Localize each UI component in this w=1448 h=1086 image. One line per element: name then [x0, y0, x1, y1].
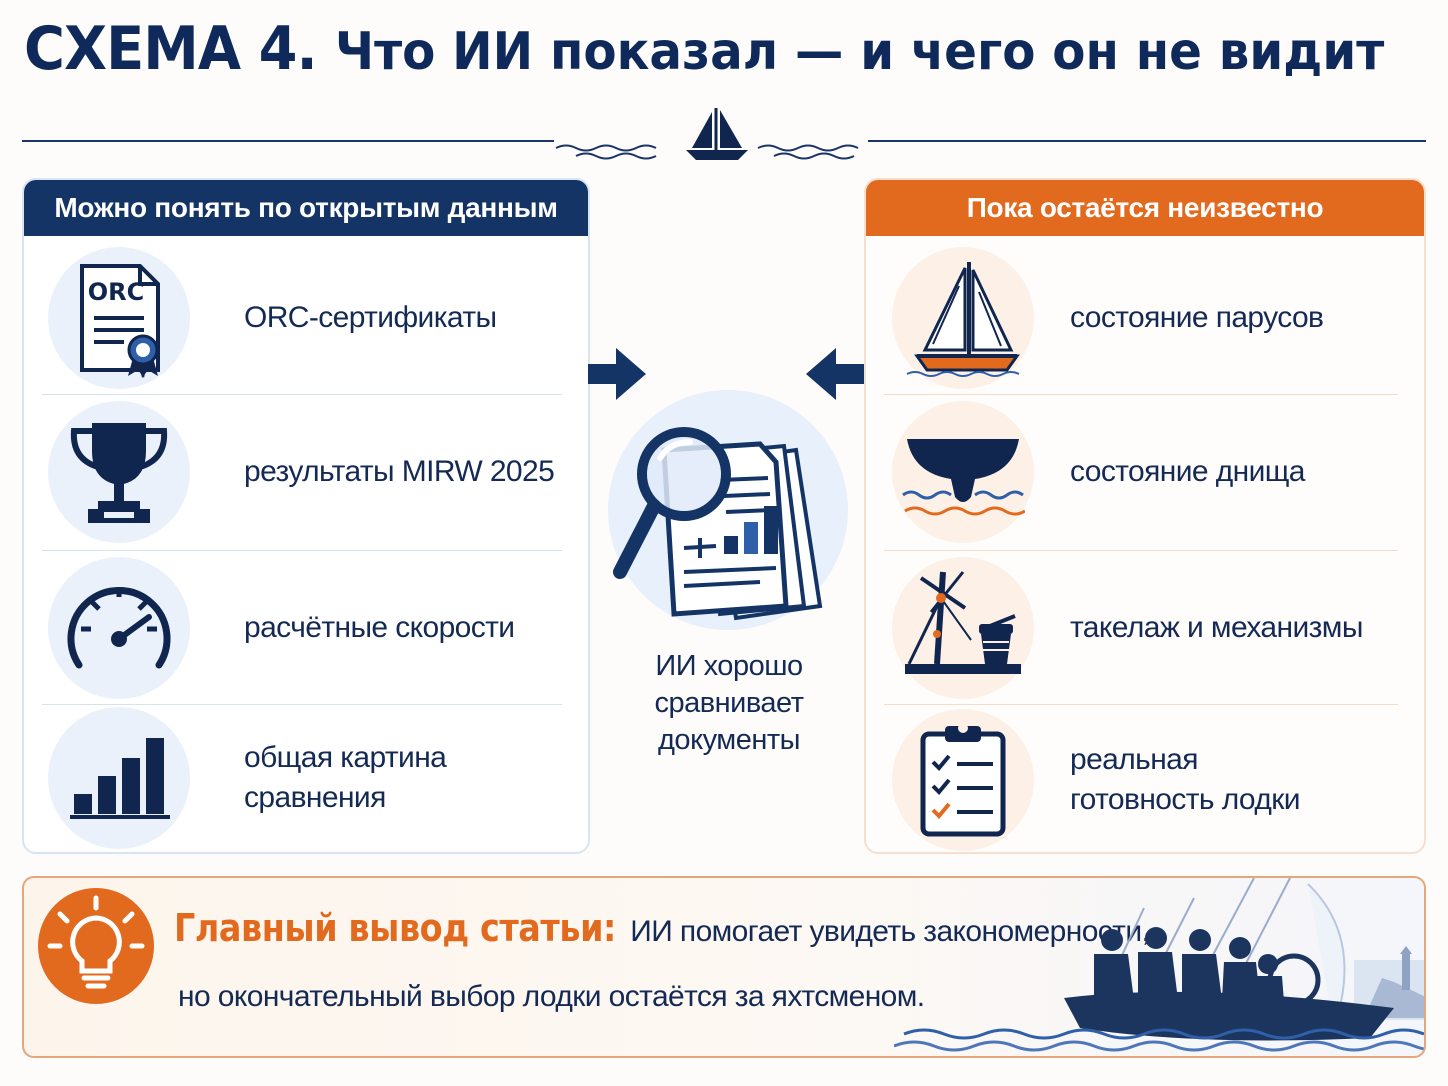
arrow-right-icon	[588, 348, 646, 400]
icon-circle	[48, 707, 190, 849]
header-rule-right	[868, 140, 1426, 142]
known-item-comparison: общая картина сравнения	[42, 700, 562, 852]
icon-circle: ORC	[48, 247, 190, 389]
known-item-orc: ORC ORC-сертификаты	[42, 240, 562, 396]
center-caption-line: ИИ хорошо	[655, 650, 803, 682]
unknown-data-panel: Пока остаётся неизвестно состояние парус…	[864, 178, 1426, 854]
icon-circle	[48, 557, 190, 699]
known-item-label: общая картина сравнения	[244, 741, 447, 814]
conclusion-text: ИИ помогает увидеть закономерности,	[630, 915, 1150, 948]
row-divider	[884, 394, 1398, 395]
unknown-item-label: такелаж и механизмы	[1070, 611, 1363, 645]
arrow-left-icon	[806, 348, 864, 400]
hull-icon	[902, 439, 1025, 516]
unknown-item-label-line: реальная	[1070, 743, 1198, 777]
unknown-item-hull: состояние днища	[884, 394, 1398, 550]
lightbulb-icon	[47, 895, 145, 989]
row-divider	[42, 394, 562, 395]
row-divider	[884, 704, 1398, 705]
center-caption-line: сравнивает	[654, 687, 804, 720]
unknown-item-label: состояние парусов	[1070, 301, 1324, 335]
sailboat-emblem-icon	[555, 108, 859, 160]
known-data-panel: Можно понять по открытым данным ORC ORC-…	[22, 178, 590, 854]
speedometer-icon	[67, 586, 171, 669]
row-divider	[42, 550, 562, 551]
conclusion-text: но окончательный выбор лодки остаётся за…	[178, 980, 925, 1013]
conclusion-heading: Главный вывод статьи:	[174, 906, 616, 950]
bar-chart-icon	[70, 738, 170, 819]
icon-circle	[892, 709, 1034, 851]
title-prefix: СХЕМА 4.	[24, 14, 318, 84]
known-item-speeds: расчётные скорости	[42, 550, 562, 706]
rigging-winch-icon	[905, 571, 1021, 674]
certificate-label: ORC	[88, 278, 145, 306]
known-item-label: ORC-сертификаты	[244, 301, 497, 335]
unknown-item-label: реальная готовность лодки	[1070, 740, 1301, 819]
unknown-panel-title: Пока остаётся неизвестно	[866, 180, 1424, 236]
unknown-item-label: состояние днища	[1070, 455, 1306, 489]
icon-circle	[48, 401, 190, 543]
known-item-label: расчётные скорости	[244, 611, 515, 645]
checklist-icon	[920, 723, 1006, 837]
page-title: СХЕМА 4. Что ИИ показал — и чего он не в…	[24, 14, 1434, 114]
sailboat-icon	[906, 262, 1020, 377]
sailing-crew-illustration-icon	[894, 878, 1424, 1052]
known-item-label: результаты MIRW 2025	[244, 455, 555, 489]
certificate-icon: ORC	[80, 264, 160, 378]
title-main: Что ИИ показал — и чего он не видит	[334, 22, 1385, 82]
trophy-icon	[70, 423, 168, 523]
known-item-results: результаты MIRW 2025	[42, 394, 562, 550]
row-divider	[42, 704, 562, 705]
known-panel-title: Можно понять по открытым данным	[24, 180, 588, 236]
center-caption: ИИ хорошо сравнивает документы	[600, 648, 858, 759]
unknown-item-readiness: реальная готовность лодки	[884, 702, 1398, 852]
icon-circle	[892, 401, 1034, 543]
lightbulb-circle	[38, 888, 154, 1004]
unknown-item-rigging: такелаж и механизмы	[884, 550, 1398, 706]
conclusion-banner: Главный вывод статьи: ИИ помогает увидет…	[22, 876, 1426, 1058]
magnifier-documents-icon	[613, 427, 823, 621]
conclusion-line-1: Главный вывод статьи: ИИ помогает увидет…	[174, 906, 1150, 950]
unknown-item-sails: состояние парусов	[884, 240, 1398, 396]
icon-circle	[892, 247, 1034, 389]
header-rule-left	[22, 140, 554, 142]
row-divider	[884, 550, 1398, 551]
icon-circle	[892, 557, 1034, 699]
unknown-item-label-line: готовность лодки	[1070, 783, 1301, 816]
center-caption-line: документы	[658, 724, 800, 757]
